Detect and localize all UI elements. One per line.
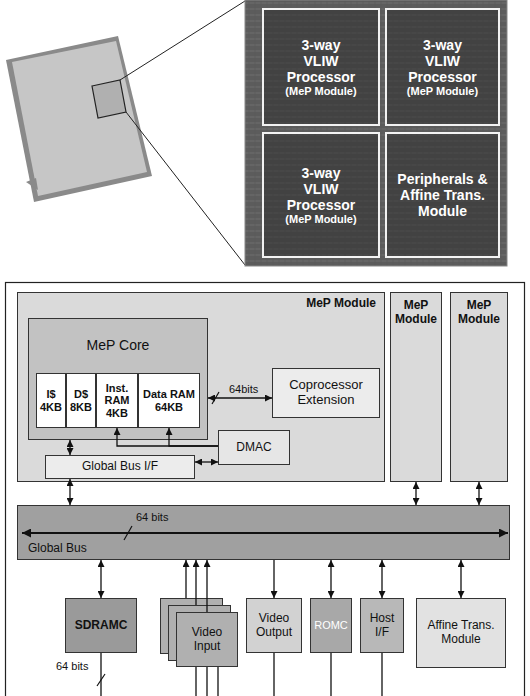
die-block: 3-way VLIW Processor(MeP Module) (262, 132, 380, 258)
video-channel-line (185, 560, 186, 598)
width-label: 64bits (229, 383, 258, 395)
peripheral-box: SDRAMC (65, 598, 137, 653)
connector-arrow (273, 560, 274, 598)
dmac-box: DMAC (218, 430, 290, 465)
zoom-leader-line (126, 112, 245, 265)
coprocessor-box: Coprocessor Extension (272, 368, 380, 418)
core-box: MeP Core I$ 4KBD$ 8KBInst. RAM 4KBData RA… (28, 318, 208, 440)
width-label: 64 bits (56, 660, 88, 672)
die-block: Peripherals & Affine Trans. Module (385, 132, 500, 258)
connector-arrow (478, 482, 479, 505)
box-label: MeP Core (87, 337, 150, 353)
box-label: ROMC (314, 619, 348, 632)
external-line (381, 653, 382, 696)
box-label: I$ 4KB (39, 388, 63, 413)
peripheral-box: Video Input (176, 612, 238, 667)
die-photo (245, 0, 507, 266)
connector-arrow (415, 482, 416, 505)
memory-box: I$ 4KB (36, 373, 66, 428)
box-label: MeP Module (393, 299, 439, 327)
die-block: 3-way VLIW Processor(MeP Module) (385, 8, 500, 126)
external-line (330, 653, 331, 696)
box-label: Global Bus (28, 542, 87, 556)
box-label: 3-way VLIW Processor (284, 37, 358, 85)
connector-arrow (69, 479, 70, 505)
peripheral-box: Host I/F (360, 598, 404, 653)
box-label: Video Input (179, 626, 235, 654)
box-label: 3-way VLIW Processor (406, 37, 480, 85)
memory-box: D$ 8KB (66, 373, 96, 428)
box-label: Data RAM 64KB (141, 388, 197, 413)
video-channel-line (195, 560, 196, 605)
box-label: MeP Module (453, 299, 505, 327)
peripheral-box: ROMC (310, 598, 352, 653)
box-label: (MeP Module) (285, 85, 356, 98)
zoom-leader-line (120, 1, 245, 80)
box-label: Inst. RAM 4KB (99, 382, 135, 420)
box-label: 3-way VLIW Processor (284, 165, 358, 213)
box-label: DMAC (236, 441, 271, 455)
box-label: Host I/F (363, 612, 401, 640)
interface-box: Global Bus I/F (45, 455, 195, 479)
diagram-frame (6, 283, 525, 696)
chip-corner-mark (26, 178, 38, 190)
box-label: MeP Module (306, 297, 376, 311)
module-box: MeP Module (450, 292, 508, 482)
box-label: D$ 8KB (69, 388, 93, 413)
width-slash (97, 674, 105, 686)
box-label: Global Bus I/F (82, 460, 158, 474)
external-line (217, 667, 218, 696)
die-outline (92, 80, 126, 118)
connector-arrow (460, 560, 461, 598)
width-label: 64 bits (136, 511, 168, 523)
connector-arrow (206, 560, 207, 612)
connector-arrow (381, 560, 382, 598)
chip-package (6, 36, 152, 202)
memory-box: Inst. RAM 4KB (96, 373, 138, 428)
box-label: Peripherals & Affine Trans. Module (397, 171, 489, 219)
box-label: Affine Trans. Module (419, 619, 503, 647)
module-box: MeP Module (390, 292, 442, 482)
module-box: MeP ModuleMeP Core I$ 4KBD$ 8KBInst. RAM … (17, 292, 385, 482)
chip-surface (12, 41, 147, 196)
peripheral-box: Affine Trans. Module (416, 598, 506, 668)
external-line (100, 653, 101, 696)
box-label: (MeP Module) (407, 85, 478, 98)
box-label: Video Output (249, 612, 299, 640)
die-block: 3-way VLIW Processor(MeP Module) (262, 8, 380, 126)
memory-box: Data RAM 64KB (138, 373, 200, 428)
external-line (195, 667, 196, 696)
box-label: Coprocessor Extension (275, 378, 377, 408)
connector-arrow (330, 560, 331, 598)
box-label: (MeP Module) (285, 213, 356, 226)
box-label: SDRAMC (75, 619, 128, 633)
peripheral-box: Video Output (246, 598, 302, 653)
bus-band: Global Bus (17, 505, 510, 560)
external-line (206, 667, 207, 696)
connector-arrow (100, 560, 101, 598)
external-line (273, 653, 274, 696)
